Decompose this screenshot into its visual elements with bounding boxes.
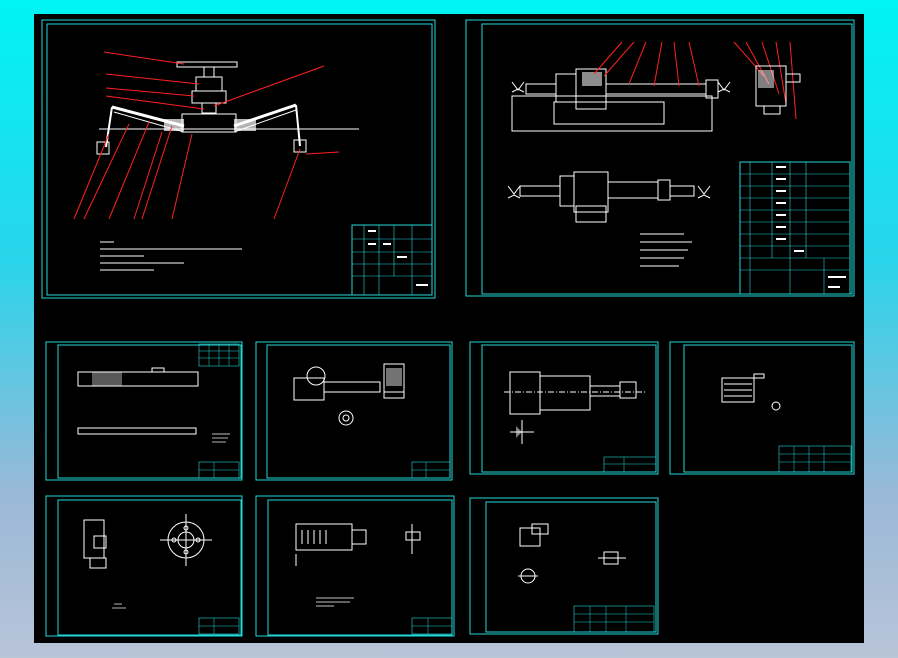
drawing-canvas — [34, 14, 864, 643]
spring-part-sheet[interactable] — [669, 341, 855, 475]
housing-part-sheet[interactable] — [255, 341, 453, 481]
rack-part-sheet[interactable] — [45, 341, 243, 481]
shaft-part-sheet[interactable] — [469, 341, 659, 475]
flange-part-sheet[interactable] — [45, 495, 243, 637]
bushing-part-sheet[interactable] — [469, 497, 659, 635]
assembly-drawing-sheet[interactable] — [41, 19, 436, 299]
bracket-part-sheet[interactable] — [255, 495, 455, 637]
cad-drawing-layer — [41, 19, 855, 637]
steering-gear-assembly-sheet[interactable] — [465, 19, 855, 297]
